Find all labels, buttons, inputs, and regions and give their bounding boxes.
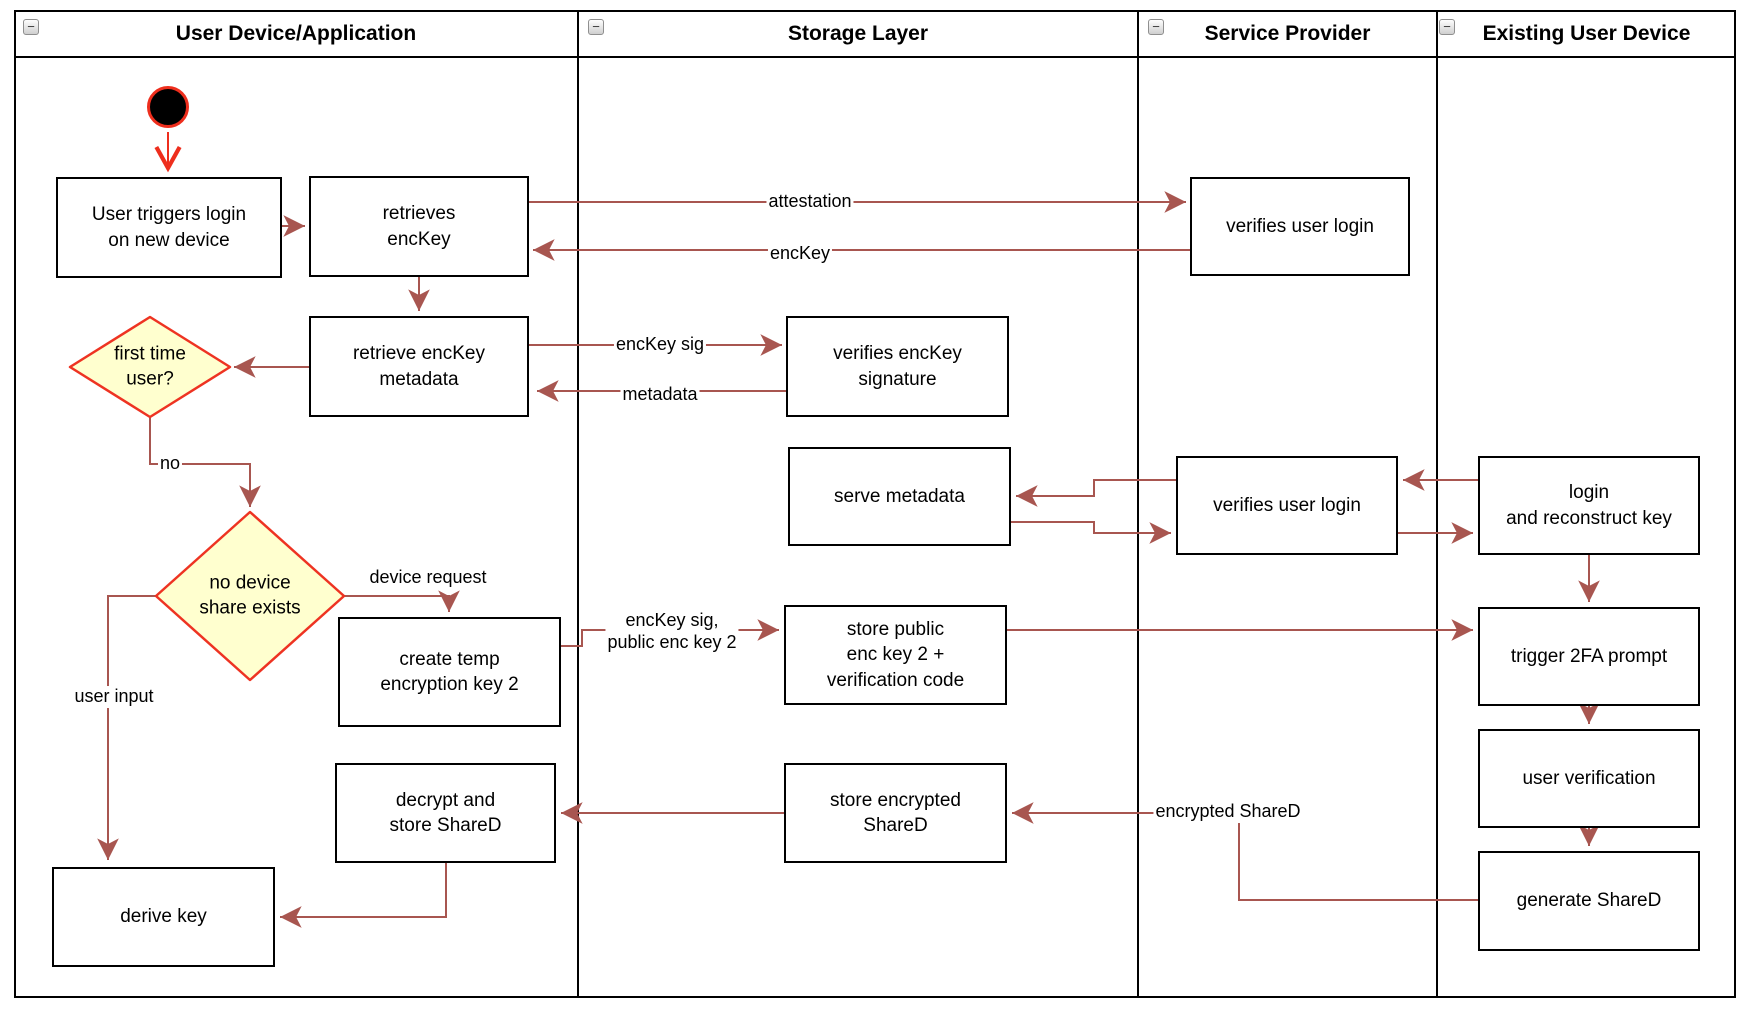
collapse-icon[interactable]: − — [1439, 19, 1455, 35]
edge-label-encrypted-shared[interactable]: encrypted ShareD — [1153, 801, 1303, 823]
node-verifies-enckey-signature[interactable]: verifies encKey signature — [786, 316, 1009, 417]
lane-title-existing-device: Existing User Device — [1482, 22, 1691, 45]
node-serve-metadata[interactable]: serve metadata — [788, 447, 1011, 546]
edge-label-attestation[interactable]: attestation — [766, 191, 854, 213]
lane-divider-2 — [1137, 10, 1139, 998]
collapse-icon[interactable]: − — [1148, 19, 1164, 35]
edge-decrypt-to-derive[interactable] — [280, 863, 447, 928]
edge-label-enckey-sig-public[interactable]: encKey sig, public enc key 2 — [605, 610, 739, 654]
decision-first-time-user[interactable] — [68, 315, 232, 419]
decision-label-first-time-user: first time user? — [114, 343, 186, 389]
node-verifies-user-login-1[interactable]: verifies user login — [1190, 177, 1410, 276]
edge-label-metadata[interactable]: metadata — [620, 384, 700, 406]
edge-label-enckey-sig[interactable]: encKey sig — [613, 334, 707, 356]
collapse-icon[interactable]: − — [23, 19, 39, 35]
node-store-encrypted-shared[interactable]: store encrypted ShareD — [784, 763, 1007, 863]
edge-verify-to-serve[interactable] — [1015, 479, 1176, 507]
collapse-icon[interactable]: − — [588, 19, 604, 35]
lane-header-separator — [14, 56, 1736, 58]
pool-frame — [14, 10, 1736, 998]
lane-divider-3 — [1436, 10, 1438, 998]
start-node[interactable] — [147, 86, 189, 128]
node-login-and-reconstruct-key[interactable]: login and reconstruct key — [1478, 456, 1700, 555]
node-trigger-2fa-prompt[interactable]: trigger 2FA prompt — [1478, 607, 1700, 706]
lane-title-storage-layer: Storage Layer — [787, 22, 929, 45]
edge-user-input[interactable] — [97, 595, 156, 860]
node-user-triggers-login[interactable]: User triggers login on new device — [56, 177, 282, 278]
edge-device-request[interactable] — [344, 590, 460, 612]
node-user-verification[interactable]: user verification — [1478, 729, 1700, 828]
edge-encrypted-shared[interactable] — [1011, 802, 1478, 901]
node-retrieve-enckey-metadata[interactable]: retrieve encKey metadata — [309, 316, 529, 417]
node-verifies-user-login-2[interactable]: verifies user login — [1176, 456, 1398, 555]
node-decrypt-and-store-shared[interactable]: decrypt and store ShareD — [335, 763, 556, 863]
edge-label-device-request[interactable]: device request — [367, 567, 489, 589]
edge-label-user-input[interactable]: user input — [72, 686, 156, 708]
decision-label-no-device-share: no device share exists — [199, 572, 301, 618]
decision-no-device-share[interactable] — [154, 510, 346, 682]
node-retrieves-enckey[interactable]: retrieves encKey — [309, 176, 529, 277]
lane-header-existing-device[interactable]: Existing User Device — [1437, 12, 1736, 56]
edge-label-enckey[interactable]: encKey — [767, 243, 833, 265]
edge-no-branch[interactable] — [149, 417, 261, 507]
node-create-temp-encryption-key-2[interactable]: create temp encryption key 2 — [338, 617, 561, 727]
node-store-public-enc-key-2[interactable]: store public enc key 2 + verification co… — [784, 605, 1007, 705]
lane-divider-1 — [577, 10, 579, 998]
edge-serve-to-verify[interactable] — [1011, 521, 1171, 544]
lane-title-user-device: User Device/Application — [175, 22, 417, 45]
lane-header-storage-layer[interactable]: Storage Layer — [578, 12, 1138, 56]
node-generate-shared[interactable]: generate ShareD — [1478, 851, 1700, 951]
node-derive-key[interactable]: derive key — [52, 867, 275, 967]
edge-label-no[interactable]: no — [157, 453, 183, 475]
lane-header-service-provider[interactable]: Service Provider — [1138, 12, 1437, 56]
lane-title-service-provider: Service Provider — [1204, 22, 1371, 45]
lane-header-user-device[interactable]: User Device/Application — [14, 12, 578, 56]
